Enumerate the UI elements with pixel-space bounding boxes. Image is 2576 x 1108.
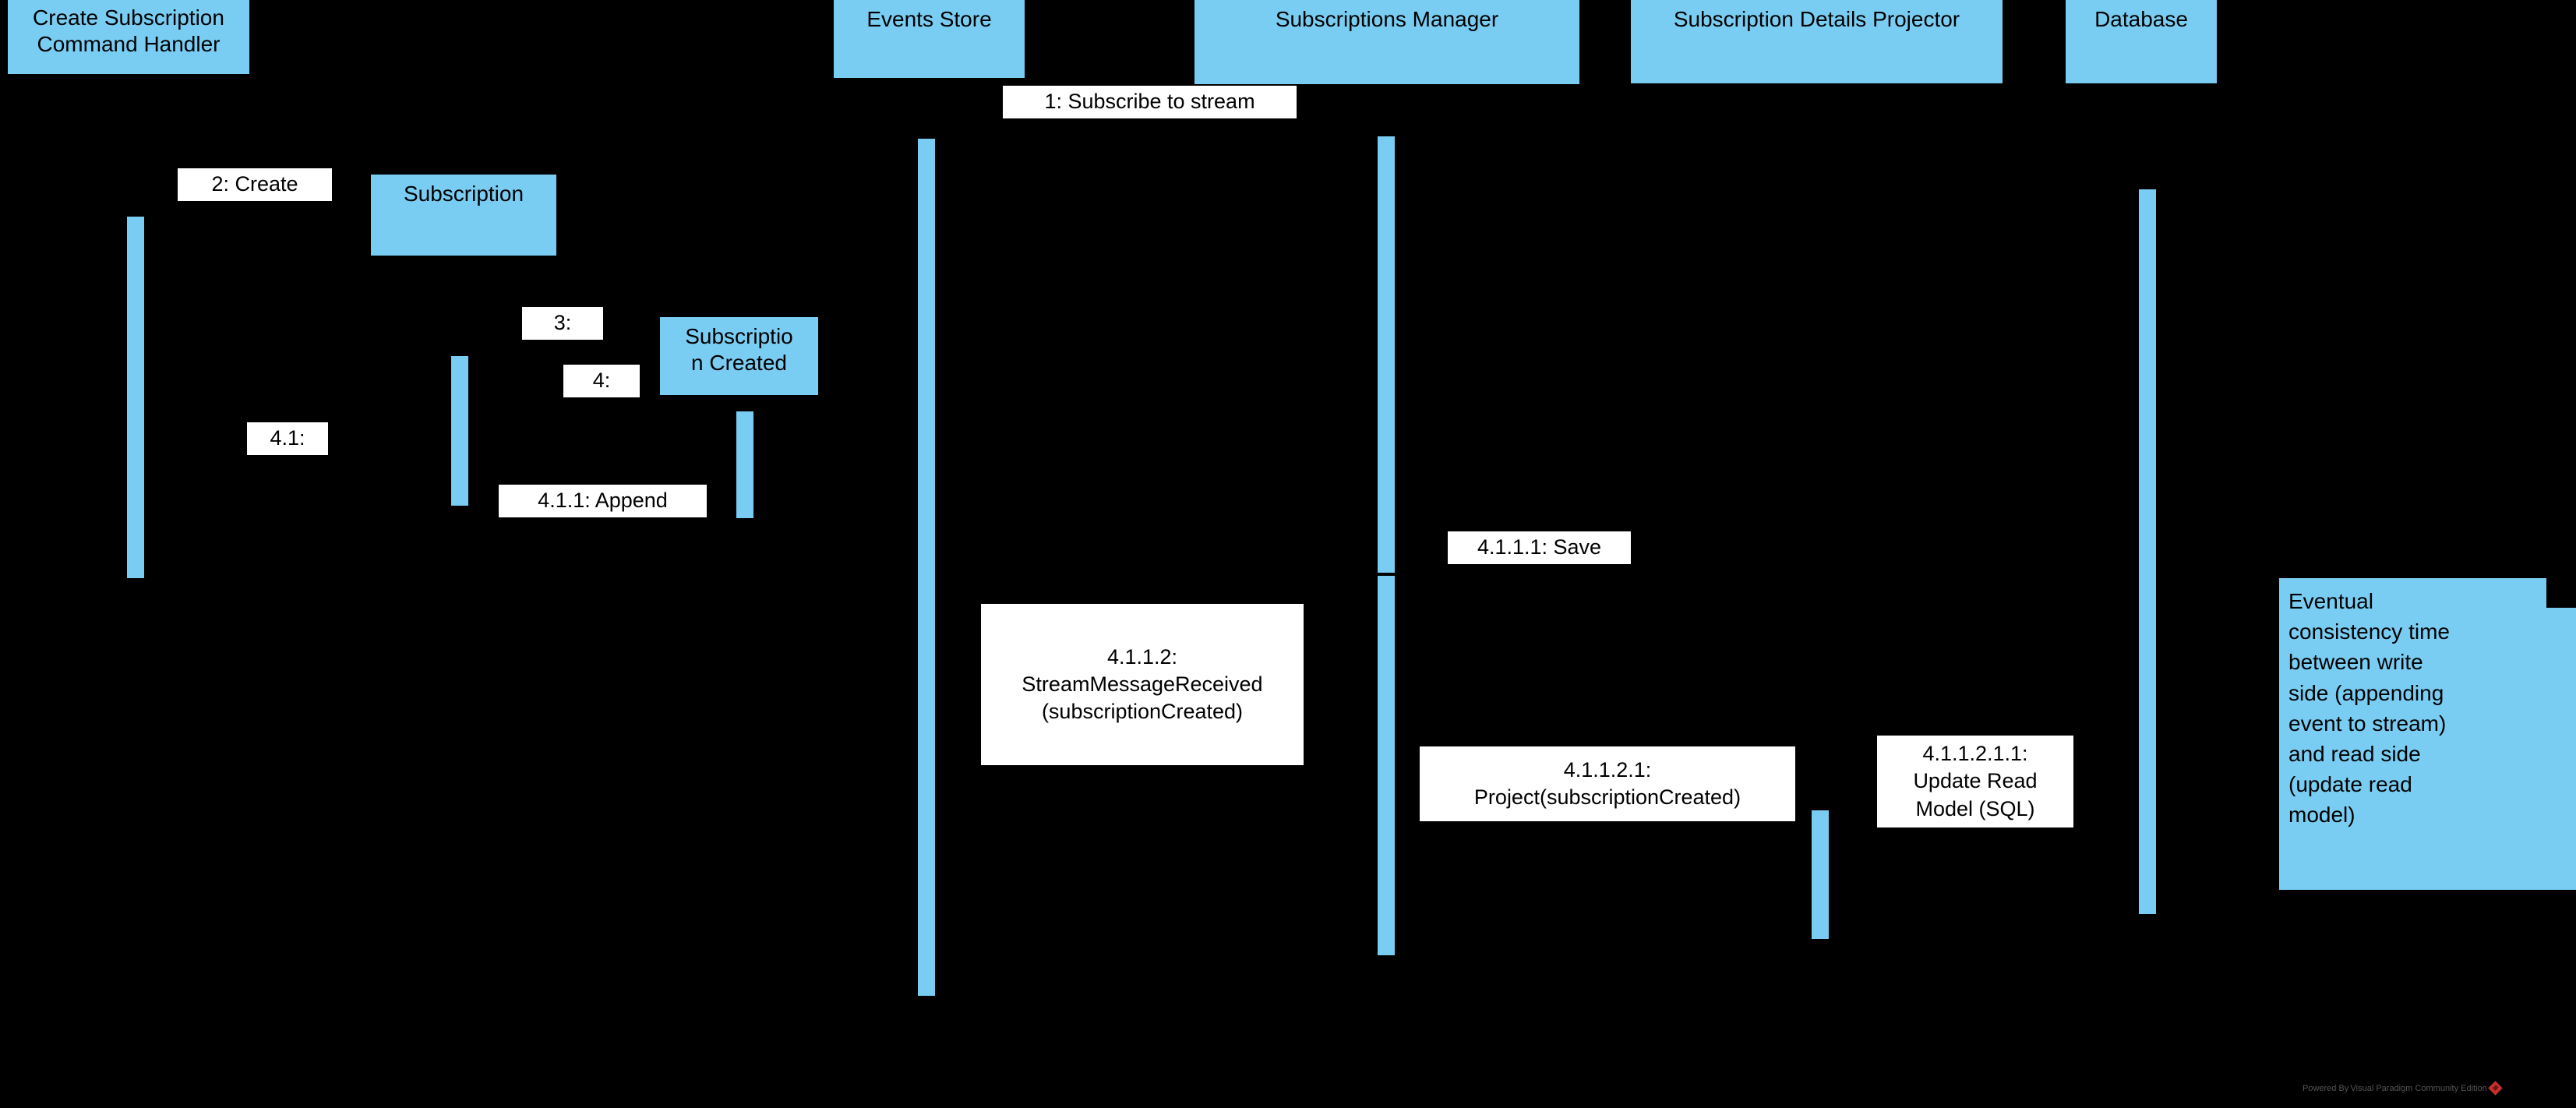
participant-create-subscription-command-handler[interactable]: Create Subscription Command Handler	[8, 0, 249, 74]
object-subscription[interactable]: Subscription	[371, 175, 556, 256]
participant-events-store[interactable]: Events Store	[834, 0, 1025, 78]
message-label-4[interactable]: 4:	[563, 365, 640, 397]
message-label-4-1-1-2-stream-message-received[interactable]: 4.1.1.2: StreamMessageReceived (subscrip…	[981, 604, 1304, 765]
activation-bar-subscriptions-manager	[1378, 136, 1395, 955]
watermark-text: Powered By Visual Paradigm Community Edi…	[2303, 1083, 2487, 1093]
participant-database[interactable]: Database	[2066, 0, 2217, 83]
activation-bar-subscription-details-projector	[1812, 810, 1829, 939]
activation-bar-database	[2139, 189, 2156, 914]
note-eventual-consistency[interactable]: Eventual consistency time between write …	[2279, 578, 2576, 890]
watermark: Powered By Visual Paradigm Community Edi…	[2303, 1081, 2503, 1096]
object-subscription-created[interactable]: Subscriptio n Created	[660, 317, 818, 395]
activation-bar-command-handler	[127, 217, 144, 578]
message-label-4-1[interactable]: 4.1:	[247, 422, 328, 455]
message-label-4-1-1-append[interactable]: 4.1.1: Append	[499, 485, 707, 517]
message-label-4-1-1-2-1-1-update-read-model[interactable]: 4.1.1.2.1.1: Update Read Model (SQL)	[1877, 736, 2073, 827]
participant-subscription-details-projector[interactable]: Subscription Details Projector	[1631, 0, 2003, 83]
message-label-1-subscribe-to-stream[interactable]: 1: Subscribe to stream	[1003, 86, 1297, 118]
activation-split-subscriptions-manager	[1378, 573, 1395, 576]
activation-bar-events-store	[918, 139, 935, 996]
message-label-3[interactable]: 3:	[522, 307, 603, 340]
message-label-4-1-1-2-1-project[interactable]: 4.1.1.2.1: Project(subscriptionCreated)	[1420, 746, 1795, 821]
activation-bar-subscription	[451, 356, 468, 506]
message-label-2-create[interactable]: 2: Create	[178, 168, 332, 201]
visual-paradigm-logo-icon	[2488, 1081, 2503, 1096]
activation-bar-subscription-created	[736, 411, 753, 518]
message-label-4-1-1-1-save[interactable]: 4.1.1.1: Save	[1448, 531, 1631, 564]
participant-subscriptions-manager[interactable]: Subscriptions Manager	[1194, 0, 1579, 84]
